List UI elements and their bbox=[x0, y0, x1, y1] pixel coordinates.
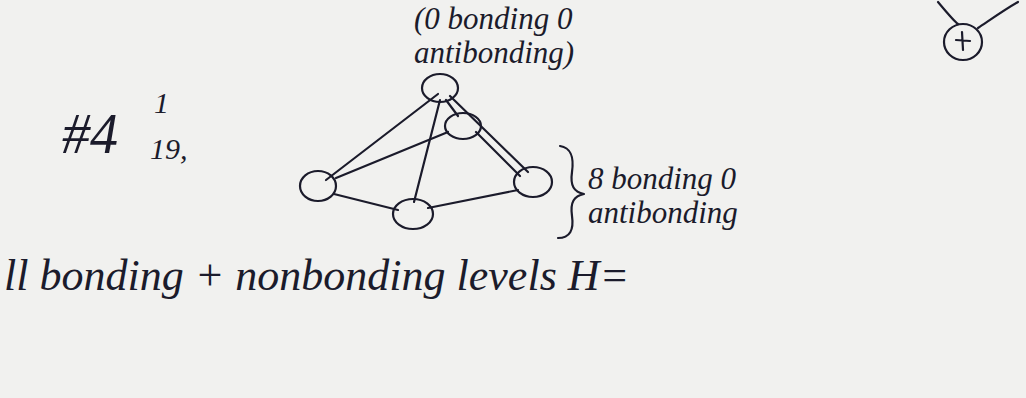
sketch-line bbox=[938, 2, 958, 24]
sign-mark bbox=[956, 32, 970, 50]
orbital-circle bbox=[514, 167, 552, 197]
pyramid-edge bbox=[450, 96, 528, 172]
brace bbox=[558, 146, 584, 238]
pyramid-edge bbox=[336, 132, 448, 178]
orbital-circle bbox=[300, 171, 336, 201]
pyramid-edge bbox=[476, 132, 520, 176]
annotation: #4 bbox=[62, 104, 118, 166]
sketch-line bbox=[978, 2, 1018, 28]
annotation: (0 bonding 0 antibonding) bbox=[414, 2, 629, 70]
orbital-circle bbox=[445, 113, 481, 139]
pyramid-edge bbox=[326, 94, 438, 180]
annotation: 19, bbox=[150, 132, 188, 165]
annotation: 8 bonding 0 antibonding bbox=[588, 162, 788, 230]
orbital-circle bbox=[393, 199, 433, 229]
note-text: ll bonding + nonbonding levels H= bbox=[4, 252, 629, 300]
pyramid-edge bbox=[428, 190, 518, 208]
pyramid-edge bbox=[414, 100, 440, 202]
pyramid-edge bbox=[334, 194, 398, 210]
orbital-circle bbox=[944, 24, 982, 60]
annotation: 1 bbox=[154, 86, 169, 119]
orbital-circle bbox=[422, 74, 458, 102]
